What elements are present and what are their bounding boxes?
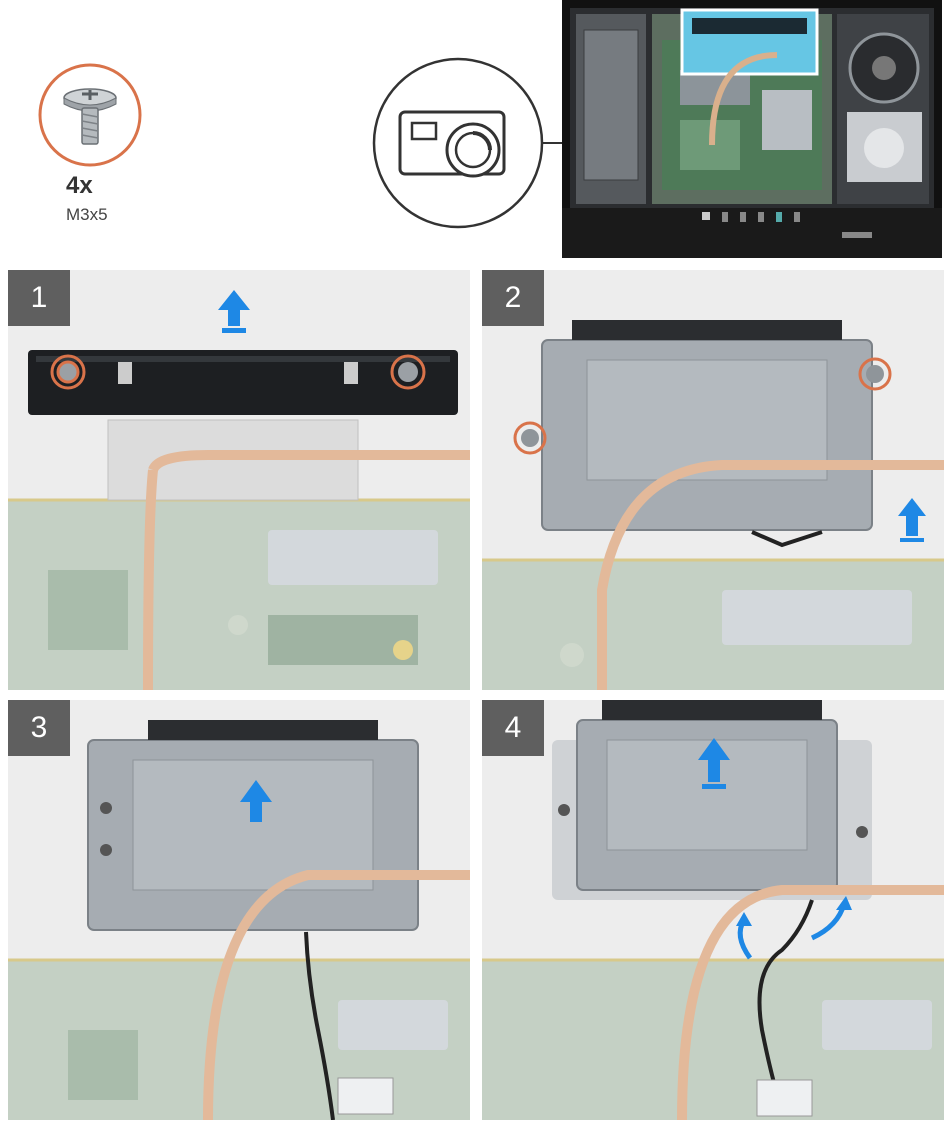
screw-marker-1 [56, 360, 80, 384]
step-2-panel: 2 [482, 270, 944, 690]
camera-callout [372, 57, 746, 229]
up-arrow-icon [218, 290, 250, 333]
step-number: 4 [482, 700, 544, 756]
step-1-panel: 1 [8, 270, 470, 690]
camera-icon [372, 57, 544, 229]
up-arrow-icon [240, 780, 272, 822]
overview-image [562, 0, 942, 258]
step-number: 3 [8, 700, 70, 756]
screw-marker-2 [390, 354, 426, 390]
step-number: 2 [482, 270, 544, 326]
step-number: 1 [8, 270, 70, 326]
screw-count: 4x [66, 172, 93, 199]
step-3-panel: 3 [8, 700, 470, 1120]
screw-marker-2 [513, 421, 547, 455]
up-arrow-icon [698, 738, 730, 789]
screw-size: M3x5 [66, 205, 108, 224]
up-arrow-icon [898, 498, 926, 542]
screw-icon [38, 63, 142, 167]
step-4-panel: 4 [482, 700, 944, 1120]
screw-marker-1 [858, 357, 892, 391]
screw-legend: 4x M3x5 [28, 60, 158, 240]
